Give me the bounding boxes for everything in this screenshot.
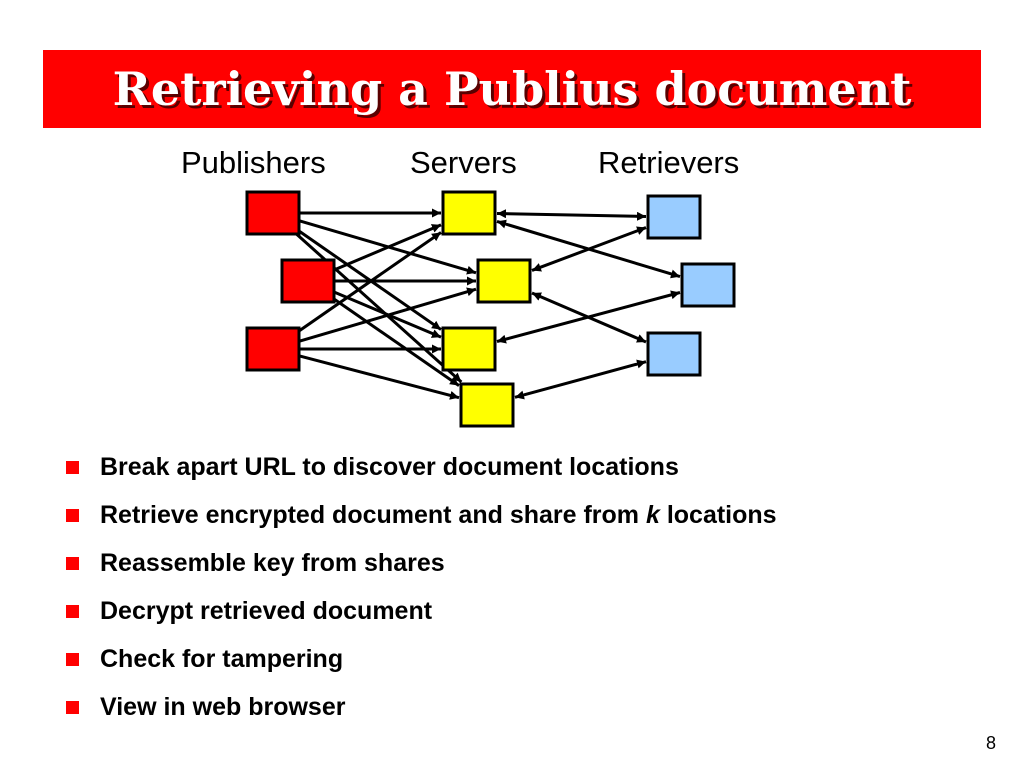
retrieve-arrow-s2-r1 <box>531 226 647 272</box>
square-bullet-icon <box>66 556 79 570</box>
publish-arrow-p2-s1 <box>333 223 442 272</box>
page-number: 8 <box>985 733 996 753</box>
retriever-node-r1 <box>646 194 702 240</box>
bullet-text: Check for tampering <box>100 644 344 673</box>
publishers-label: Publishers <box>181 145 326 180</box>
square-bullet-icon <box>66 652 79 666</box>
square-bullet-icon <box>66 508 79 522</box>
bullet-text-pre: Retrieve encrypted document and share fr… <box>100 500 646 529</box>
bullet-item: Decrypt retrieved document <box>66 587 777 635</box>
retrievers-label: Retrievers <box>598 145 740 180</box>
publisher-node-p2 <box>280 258 336 304</box>
publish-arrow-p3-s4 <box>298 354 460 400</box>
bullet-item: Check for tampering <box>66 635 777 683</box>
square-bullet-icon <box>66 604 79 618</box>
retrieve-arrow-s1-r1 <box>496 209 647 221</box>
page-title: Retrieving a Publius document <box>112 62 912 116</box>
bullet-item: Retrieve encrypted document and share fr… <box>66 491 777 539</box>
bullet-text: Break apart URL to discover document loc… <box>100 452 679 481</box>
servers-label: Servers <box>410 145 517 180</box>
bullet-item: Reassemble key from shares <box>66 539 777 587</box>
server-node-s3 <box>441 326 497 372</box>
bullet-item: View in web browser <box>66 683 777 731</box>
retrieve-arrow-s3-r2 <box>496 290 681 344</box>
bullet-text: Decrypt retrieved document <box>100 596 433 625</box>
bullet-text-post: locations <box>659 500 777 529</box>
retriever-node-r2 <box>680 262 736 308</box>
bullet-text: Retrieve encrypted document and share fr… <box>100 501 777 530</box>
server-node-s1 <box>441 190 497 236</box>
publisher-node-p1 <box>245 190 301 236</box>
publish-arrow-p3-s1 <box>298 231 442 333</box>
publish-arrow-p3-s2 <box>298 287 477 343</box>
retrieve-arrow-s4-r3 <box>514 359 647 400</box>
bullet-text: Reassemble key from shares <box>100 548 445 577</box>
bullet-list: Break apart URL to discover document loc… <box>66 443 777 731</box>
square-bullet-icon <box>66 700 79 714</box>
bullet-item: Break apart URL to discover document loc… <box>66 443 777 491</box>
bullet-text: View in web browser <box>100 692 346 721</box>
bullet-text-emphasis: k <box>645 500 660 529</box>
publish-arrow-p1-s4 <box>295 232 463 384</box>
retriever-node-r3 <box>646 331 702 377</box>
server-node-s2 <box>476 258 532 304</box>
publisher-node-p3 <box>245 326 301 372</box>
title-bar: Retrieving a Publius document <box>43 50 981 128</box>
publish-arrow-p2-s4 <box>333 297 460 387</box>
square-bullet-icon <box>66 460 79 474</box>
server-node-s4 <box>459 382 515 428</box>
